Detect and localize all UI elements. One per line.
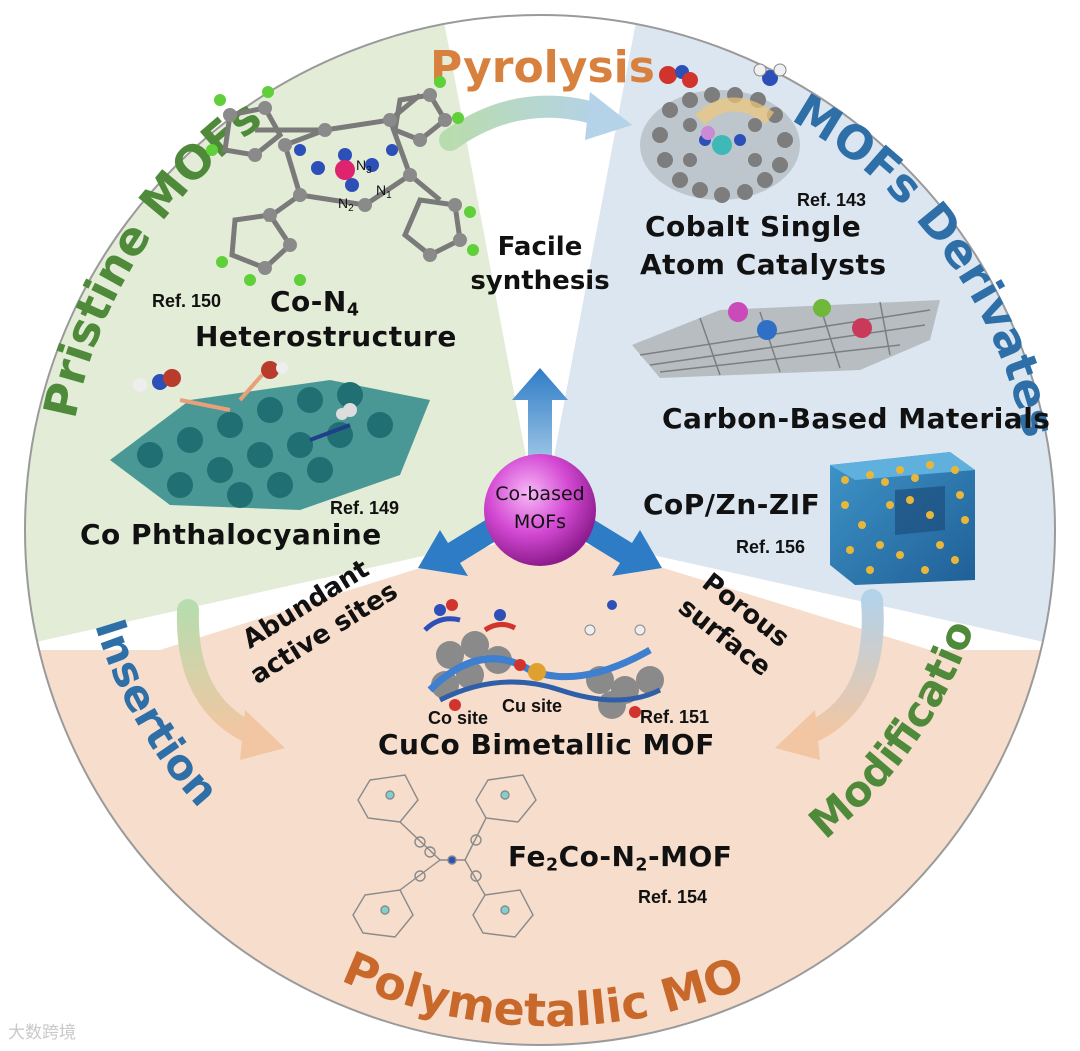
fe2co-label: Fe2Co-N2-MOF <box>508 840 732 875</box>
fe2co-part-a: Fe <box>508 840 546 873</box>
cop-zif-ref: Ref. 156 <box>736 537 806 557</box>
cu-site-label: Cu site <box>502 696 563 716</box>
carbon-sheet-illustration <box>632 299 940 378</box>
modification-arrow-head <box>775 710 820 760</box>
cophth-ref: Ref. 149 <box>330 498 400 518</box>
fe2co-part-b: Co-N <box>558 840 636 873</box>
process-label-pyrolysis: Pyrolysis <box>430 42 655 93</box>
insertion-arrow <box>176 599 266 746</box>
cosac-line1: Cobalt Single <box>645 210 862 243</box>
sac-cobalt-atom <box>712 135 732 155</box>
con4-title-sub: 4 <box>346 300 360 321</box>
pyrolysis-arrow-head <box>585 92 632 140</box>
sector-gap-right <box>540 530 1055 650</box>
cophth-label: Co Phthalocyanine <box>80 518 382 551</box>
center-arrow-up <box>512 368 568 470</box>
sector-gap-left <box>25 530 540 650</box>
con4-molecule-illustration <box>206 76 479 286</box>
center-label-line2: MOFs <box>514 511 566 533</box>
cobalt-center-atom <box>335 160 355 180</box>
carbon-materials-label: Carbon-Based Materials <box>662 402 1051 435</box>
fe2co-sub1: 2 <box>545 855 559 876</box>
fe2co-part-c: -MOF <box>648 840 733 873</box>
feature-facile-synthesis: Facile synthesis <box>470 230 610 298</box>
con4-ref: Ref. 150 <box>152 291 222 311</box>
con4-title: Co-N4 <box>270 285 359 320</box>
co-phthalocyanine-sheet <box>110 361 430 510</box>
center-label-line1: Co-based <box>495 483 584 505</box>
sector-polymetallic-bg <box>25 530 1055 1045</box>
cosac-line2: Atom Catalysts <box>640 248 887 281</box>
atom-label-n1: N1 <box>376 182 392 201</box>
con4-title-main: Co-N <box>270 285 347 318</box>
cobalt-sac-illustration <box>640 63 800 203</box>
cop-zif-label: CoP/Zn-ZIF <box>643 488 821 521</box>
con4-subtitle: Heterostructure <box>195 320 457 353</box>
cop-zif-cube-illustration <box>830 452 975 585</box>
feature-facile-line1: Facile <box>497 232 583 262</box>
insertion-arrow-head <box>240 710 285 760</box>
modification-arrow <box>794 589 884 746</box>
fe2co-ref: Ref. 154 <box>638 887 708 907</box>
co-site-label: Co site <box>428 708 489 728</box>
atom-label-n2: N2 <box>338 195 354 214</box>
cuco-ref: Ref. 151 <box>640 707 710 727</box>
cuco-mof-illustration <box>423 599 664 719</box>
pyrolysis-arrow <box>439 95 611 151</box>
outer-ring <box>24 14 1056 1046</box>
fe2co-framework-illustration <box>352 774 537 938</box>
cosac-ref: Ref. 143 <box>797 190 867 210</box>
fe2co-sub2: 2 <box>635 855 649 876</box>
feature-facile-line2: synthesis <box>470 266 610 296</box>
center-sphere <box>484 454 596 566</box>
atom-label-n3: N3 <box>356 157 372 176</box>
cuco-label: CuCo Bimetallic MOF <box>378 728 715 761</box>
watermark: 大数跨境 <box>8 1023 76 1043</box>
